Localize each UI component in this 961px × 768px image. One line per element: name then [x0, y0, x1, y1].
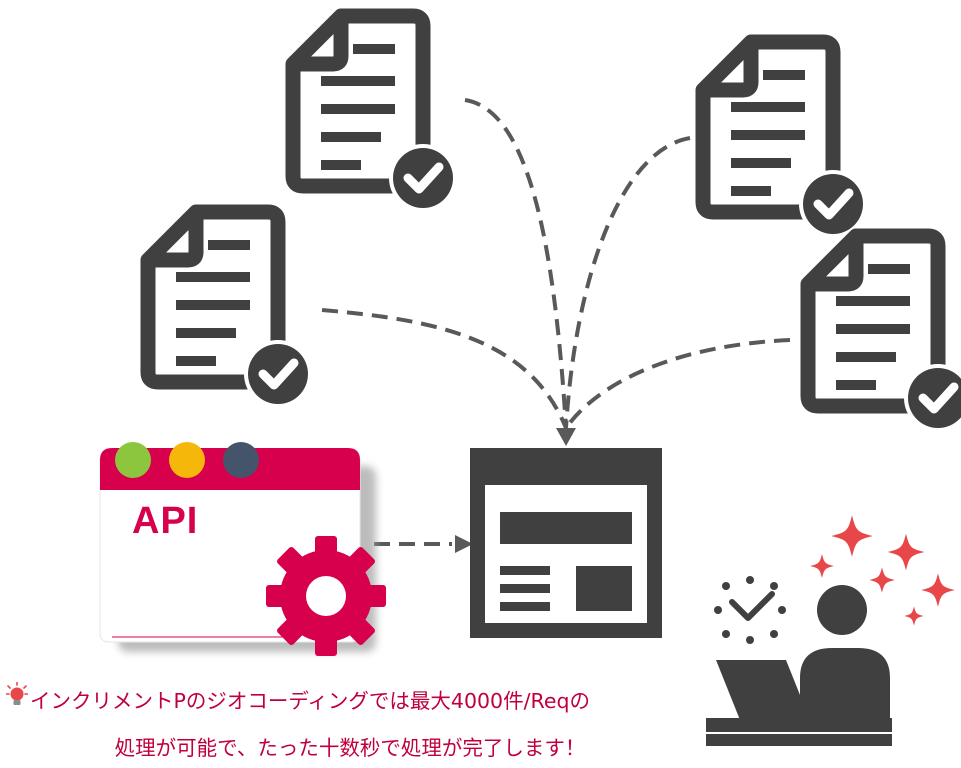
api-label: API [132, 500, 199, 542]
clock-check-icon [714, 576, 786, 644]
connector-doc1 [464, 98, 568, 429]
document-check-icon [808, 236, 961, 432]
document-check-icon [703, 42, 867, 238]
window-dot-navy [223, 442, 259, 478]
person-at-laptop-icon [706, 585, 892, 746]
browser-window-icon [470, 448, 662, 638]
caption-line-2: 処理が可能で、たった十数秒で処理が完了します！ [114, 736, 586, 760]
arrowhead-icon [455, 535, 473, 553]
window-dot-green [115, 442, 151, 478]
lightbulb-icon [6, 682, 28, 705]
window-dot-yellow [169, 442, 205, 478]
document-check-icon [148, 212, 312, 408]
arrowhead-icon [556, 428, 576, 446]
connector-doc4 [564, 338, 791, 430]
document-check-icon [293, 16, 457, 212]
caption-line-1: インクリメントPのジオコーディングでは最大4000件/Reqの [30, 689, 590, 713]
connector-doc2 [321, 308, 568, 429]
gear-icon [266, 536, 386, 656]
connector-doc3 [564, 136, 691, 429]
dashed-connectors [321, 98, 791, 546]
